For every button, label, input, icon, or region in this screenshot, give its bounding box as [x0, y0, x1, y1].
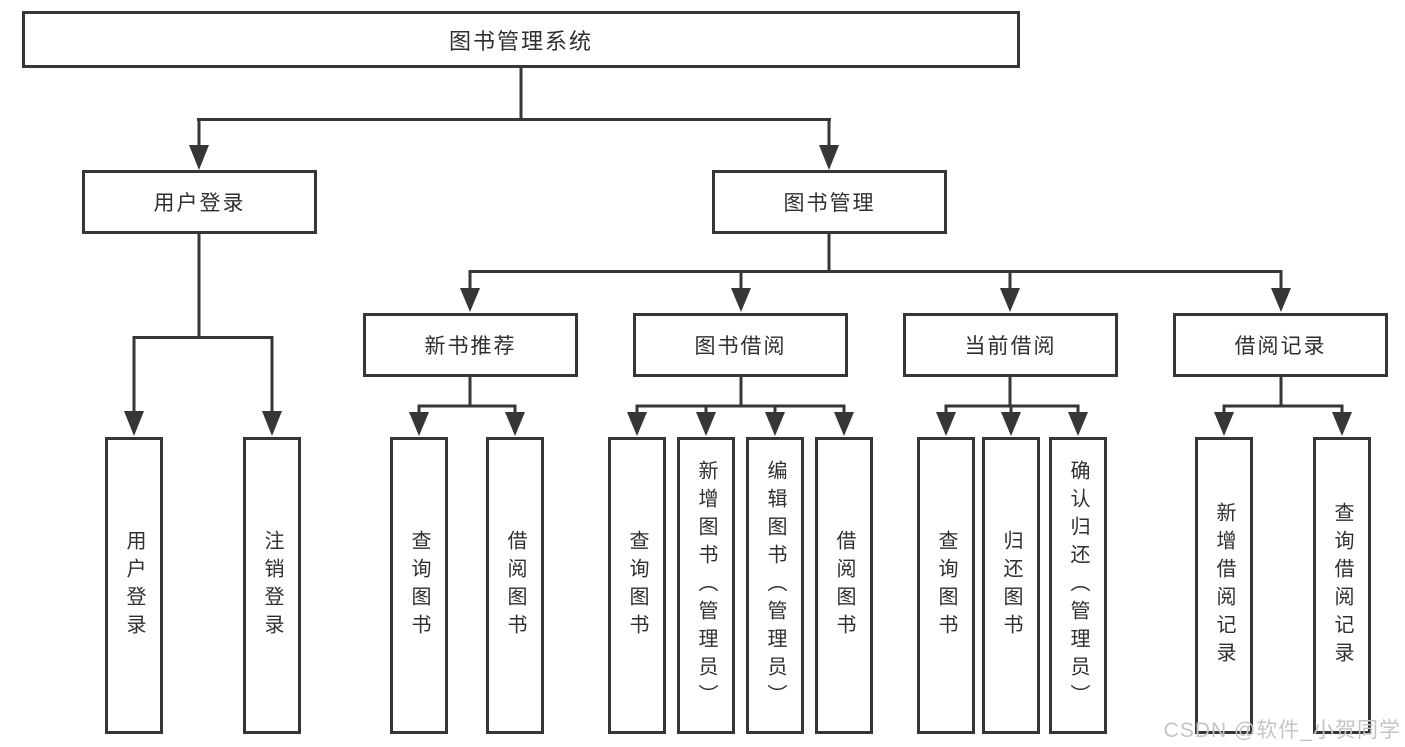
node-user-login: 用户登录 [82, 170, 317, 234]
node-leaf-borrow-edit: 编辑图书（管理员） [746, 437, 804, 734]
node-new-book-recommend: 新书推荐 [363, 313, 578, 377]
node-user-login-label: 用户登录 [153, 192, 246, 215]
node-leaf-newbook-query-label: 查询图书 [408, 529, 430, 642]
csdn-watermark: CSDN @软件_小贺同学 [1163, 719, 1401, 742]
node-leaf-borrow-borrow-label: 借阅图书 [833, 529, 855, 642]
node-root: 图书管理系统 [22, 11, 1020, 68]
node-leaf-user-login: 用户登录 [105, 437, 163, 734]
node-leaf-borrow-query-label: 查询图书 [626, 529, 648, 642]
node-leaf-borrow-query: 查询图书 [608, 437, 666, 734]
node-leaf-records-query: 查询借阅记录 [1313, 437, 1371, 734]
node-leaf-borrow-add: 新增图书（管理员） [677, 437, 735, 734]
node-leaf-borrow-borrow: 借阅图书 [815, 437, 873, 734]
node-leaf-current-return-label: 归还图书 [1000, 529, 1022, 642]
node-leaf-records-query-label: 查询借阅记录 [1331, 501, 1353, 670]
node-leaf-newbook-query: 查询图书 [390, 437, 448, 734]
node-leaf-current-query: 查询图书 [917, 437, 975, 734]
node-current-borrowing-label: 当前借阅 [964, 335, 1057, 358]
node-leaf-logout: 注销登录 [243, 437, 301, 734]
node-book-management-label: 图书管理 [783, 192, 876, 215]
node-leaf-newbook-borrow: 借阅图书 [486, 437, 544, 734]
node-borrowing-records: 借阅记录 [1173, 313, 1388, 377]
node-leaf-borrow-add-label: 新增图书（管理员） [695, 459, 717, 712]
node-leaf-newbook-borrow-label: 借阅图书 [504, 529, 526, 642]
node-leaf-current-query-label: 查询图书 [935, 529, 957, 642]
node-current-borrowing: 当前借阅 [903, 313, 1118, 377]
node-leaf-logout-label: 注销登录 [261, 529, 283, 642]
node-book-borrowing: 图书借阅 [633, 313, 848, 377]
node-leaf-borrow-edit-label: 编辑图书（管理员） [764, 459, 786, 712]
node-leaf-records-add: 新增借阅记录 [1195, 437, 1253, 734]
node-new-book-recommend-label: 新书推荐 [424, 335, 517, 358]
node-leaf-current-confirm: 确认归还（管理员） [1049, 437, 1107, 734]
node-book-borrowing-label: 图书借阅 [694, 335, 787, 358]
node-root-label: 图书管理系统 [448, 28, 593, 54]
node-book-management: 图书管理 [712, 170, 947, 234]
node-leaf-records-add-label: 新增借阅记录 [1213, 501, 1235, 670]
node-leaf-user-login-label: 用户登录 [123, 529, 145, 642]
node-leaf-current-confirm-label: 确认归还（管理员） [1067, 459, 1089, 712]
node-leaf-current-return: 归还图书 [982, 437, 1040, 734]
node-borrowing-records-label: 借阅记录 [1234, 335, 1327, 358]
